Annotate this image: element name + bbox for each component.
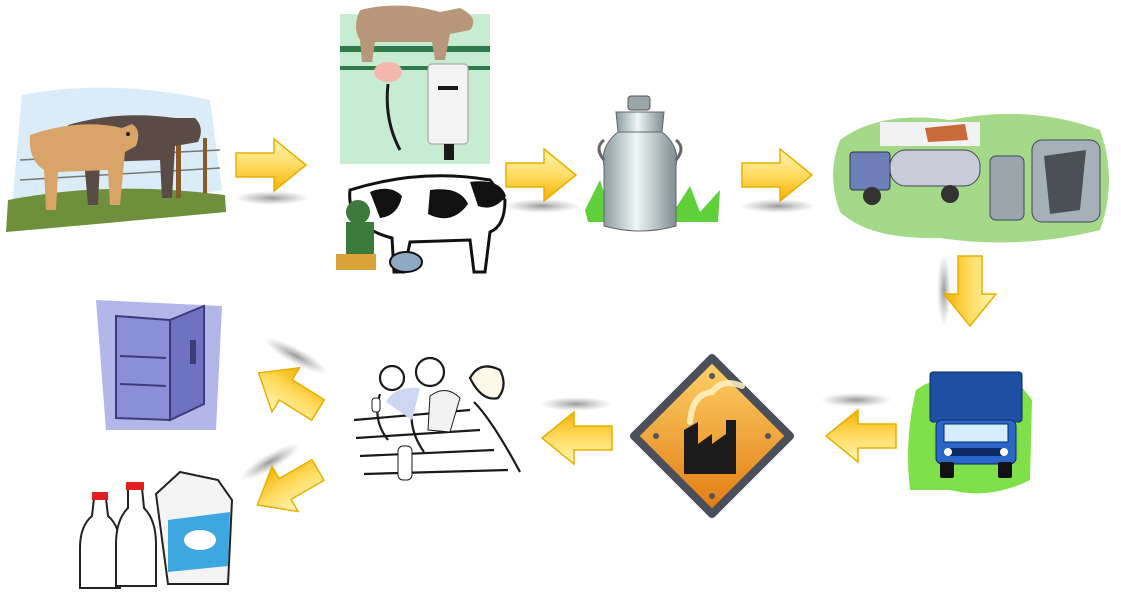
tanker-and-storage-tanks-icon: [833, 114, 1109, 243]
arrow-factory-to-workers: [540, 397, 612, 464]
arrow-churn-to-collection: [740, 149, 816, 213]
factory-sign-icon: [634, 358, 790, 514]
bottling-workers-icon: [354, 358, 520, 480]
refrigerator-icon: [96, 300, 222, 430]
arrow-workers-to-milk-products: [237, 438, 331, 527]
arrow-cows-to-milking: [234, 139, 310, 205]
arrow-collection-to-truck: [937, 254, 996, 326]
milk-bottles-and-carton-icon: [80, 472, 232, 588]
cows-in-pasture-icon: [6, 88, 226, 232]
arrow-truck-to-factory: [820, 393, 896, 462]
truck-icon: [908, 372, 1032, 493]
milk-churn-icon: [585, 96, 720, 231]
milking-machine-icon: [340, 5, 490, 164]
hand-milking-icon: [336, 176, 506, 272]
arrow-milking-to-churn: [504, 149, 580, 213]
arrow-workers-to-refrigerator: [245, 332, 332, 432]
